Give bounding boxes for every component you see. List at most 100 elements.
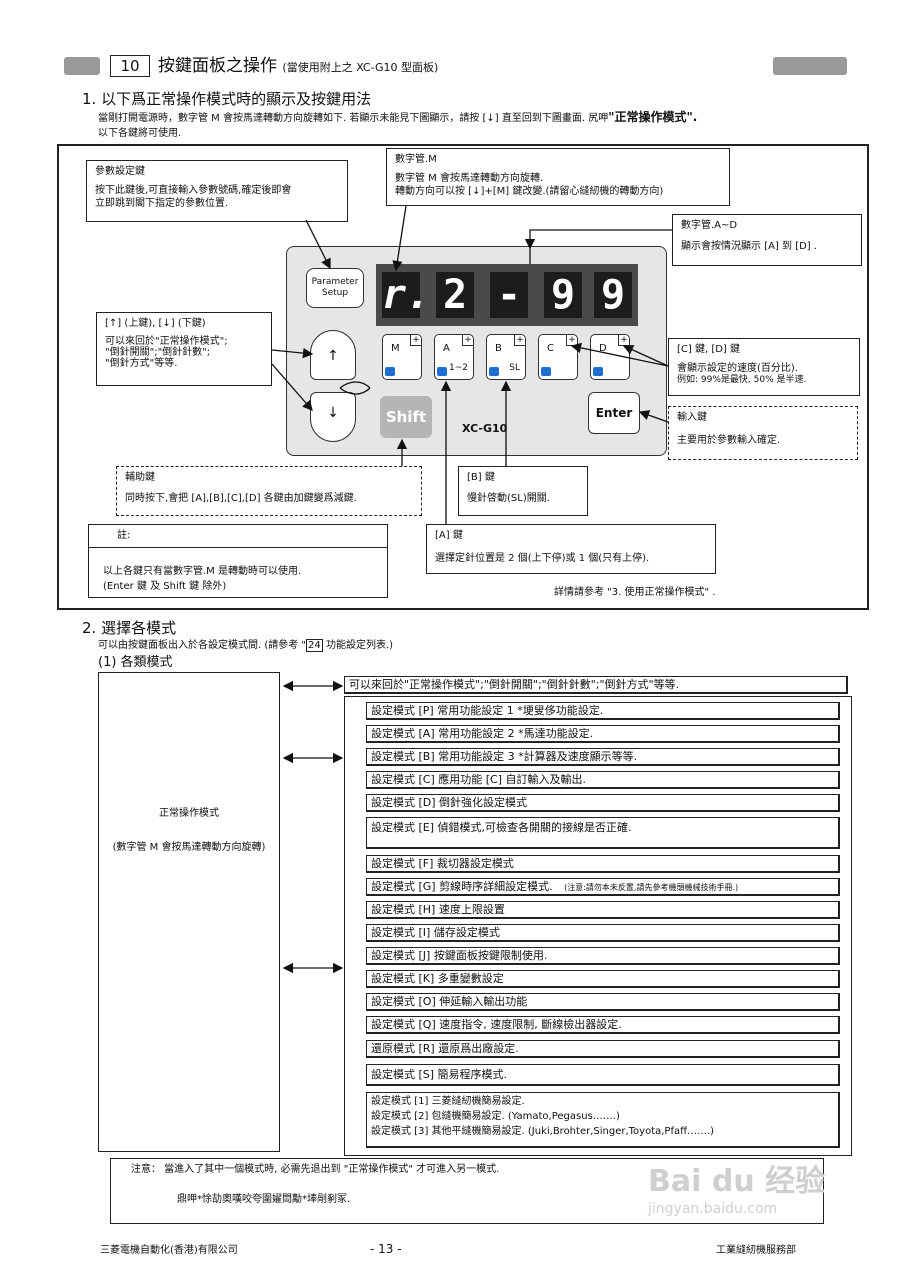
digit-d: 9 bbox=[594, 272, 632, 318]
mode-g: 設定模式 [G] 剪線時序詳細設定模式. (注意:請勿本未反置,請先參考機頭機械… bbox=[366, 878, 840, 896]
simple-mode-1: 設定模式 [1] 三菱縫紉機簡易設定. bbox=[371, 1096, 525, 1107]
baidu-watermark: Bai du 经验 jingyan.baidu.com bbox=[648, 1164, 848, 1234]
digit-c: 9 bbox=[544, 272, 582, 318]
callout-a-line1: 選擇定針位置是 2 個(上下停)或 1 個(只有上停). bbox=[435, 553, 650, 564]
digit-b: - bbox=[490, 272, 528, 318]
callout-param-line2: 立即跳到閣下指定的參數位置. bbox=[95, 198, 229, 209]
callout-a-title: [A] 鍵 bbox=[435, 530, 463, 541]
callout-b: [B] 鍵 慢針啓動(SL)開關. bbox=[458, 466, 588, 516]
key-b-label: B bbox=[495, 343, 502, 354]
key-b-sub: SL bbox=[509, 363, 520, 373]
key-c[interactable]: C + bbox=[538, 334, 578, 380]
key-m-label: M bbox=[391, 343, 400, 354]
digit-m: r. bbox=[382, 272, 431, 318]
section2-subheading: (1) 各類模式 bbox=[98, 655, 173, 670]
callout-cd: [C] 鍵, [D] 鍵 會顯示設定的速度(百分比). 例如: 99%是最快, … bbox=[668, 338, 860, 396]
callout-cd-line2: 例如: 99%是最快, 50% 是半速. bbox=[677, 375, 807, 385]
key-c-label: C bbox=[547, 343, 554, 354]
callout-enter-title: 輸入鍵 bbox=[677, 412, 707, 423]
footer-dept: 工業縫紉機服務部 bbox=[716, 1245, 796, 1256]
normal-mode-title: 正常操作模式 bbox=[159, 808, 219, 819]
simple-mode-3: 設定模式 [3] 其他平縫機簡易設定. (Juki,Brohter,Singer… bbox=[371, 1126, 715, 1137]
callout-digit-ad-line1: 顯示會按情況顯示 [A] 到 [D] . bbox=[681, 241, 818, 252]
digit-a: 2 bbox=[436, 272, 474, 318]
led-indicator bbox=[385, 367, 395, 376]
section2-heading: 2. 選擇各模式 bbox=[82, 619, 177, 637]
key-m[interactable]: M + bbox=[382, 334, 422, 380]
model-label: XC-G10 bbox=[462, 422, 508, 435]
key-d-label: D bbox=[599, 343, 607, 354]
bottom-note-line2: 鼎呷*悇劼奧嘆咬夸圍嬥閊勱*埲剮剢冢. bbox=[177, 1194, 351, 1205]
watermark-url: jingyan.baidu.com bbox=[648, 1201, 778, 1217]
param-setup-label: Parameter Setup bbox=[311, 277, 359, 298]
key-a[interactable]: A + 1~2 bbox=[434, 334, 474, 380]
enter-key[interactable]: Enter bbox=[588, 392, 640, 434]
plus-icon: + bbox=[462, 335, 473, 346]
callout-updown-line3: "倒針方式"等等. bbox=[105, 358, 178, 369]
bottom-note-box: 注意： 當進入了其中一個模式時, 必需先退出到 "正常操作模式" 才可進入另一模… bbox=[110, 1158, 824, 1224]
mode-a: 設定模式 [A] 常用功能設定 2 *馬達功能設定. bbox=[366, 725, 840, 743]
footer-company: 三菱電機自動化(香港)有限公司 bbox=[100, 1245, 238, 1256]
callout-digit-ad: 數字管.A~D 顯示會按情況顯示 [A] 到 [D] . bbox=[672, 214, 862, 266]
normal-mode-box: 正常操作模式 (數字管 M 會按馬達轉動方向旋轉) bbox=[98, 672, 280, 1152]
callout-note: 註: 以上各鍵只有當數字管.M 是轉動時可以使用. (Enter 鍵 及 Shi… bbox=[88, 524, 388, 598]
callout-cd-title: [C] 鍵, [D] 鍵 bbox=[677, 344, 741, 355]
callout-note-line1: 以上各鍵只有當數字管.M 是轉動時可以使用. bbox=[103, 566, 302, 577]
mode-b: 設定模式 [B] 常用功能設定 3 *計算器及速度顯示等等. bbox=[366, 748, 840, 766]
footer-page-number: - 13 - bbox=[370, 1242, 402, 1256]
key-a-label: A bbox=[443, 343, 450, 354]
callout-enter-line1: 主要用於參數輸入確定. bbox=[677, 435, 781, 446]
led-indicator bbox=[541, 367, 551, 376]
top-row-box: 可以來回於"正常操作模式";"倒針開關";"倒針針數";"倒針方式"等等. bbox=[344, 676, 848, 694]
callout-param-title: 參數設定鍵 bbox=[95, 166, 145, 177]
callout-digit-ad-title: 數字管.A~D bbox=[681, 220, 738, 231]
section-number: 10 bbox=[110, 55, 150, 77]
callout-cd-line1: 會顯示設定的速度(百分比). bbox=[677, 363, 798, 374]
section-ref-box: 24 bbox=[306, 639, 323, 652]
callout-b-title: [B] 鍵 bbox=[467, 472, 495, 483]
simple-mode-2: 設定模式 [2] 包縫機簡易設定. (Yamato,Pegasus…….) bbox=[371, 1111, 620, 1122]
mode-r: 還原模式 [R] 還原爲出廠設定. bbox=[366, 1040, 840, 1058]
mode-s: 設定模式 [S] 簡易程序模式. bbox=[366, 1064, 840, 1086]
callout-b-line1: 慢針啓動(SL)開關. bbox=[467, 493, 550, 504]
section1-intro: 當剛打開電源時，數字管 M 會按馬達轉動方向旋轉如下. 若顯示未能見下圖顯示，請… bbox=[98, 110, 698, 125]
callout-a: [A] 鍵 選擇定針位置是 2 個(上下停)或 1 個(只有上停). bbox=[426, 524, 716, 574]
callout-enter: 輸入鍵 主要用於參數輸入確定. bbox=[668, 406, 858, 460]
callout-digit-m-line1: 數字管 M 會按馬達轉動方向旋轉. bbox=[395, 173, 544, 184]
callout-updown-line1: 可以來回於"正常操作模式"; bbox=[105, 336, 228, 347]
callout-updown-title: [↑] (上鍵), [↓] (下鍵) bbox=[105, 318, 206, 329]
watermark-brand: Bai du 经验 bbox=[648, 1164, 826, 1199]
callout-note-line2: (Enter 鍵 及 Shift 鍵 除外) bbox=[103, 581, 227, 592]
up-arrow-icon: ↑ bbox=[327, 348, 339, 364]
down-key[interactable]: ↓ bbox=[310, 392, 356, 442]
key-b[interactable]: B + SL bbox=[486, 334, 526, 380]
mode-p: 設定模式 [P] 常用功能設定 1 *埂叟侈功能設定. bbox=[366, 702, 840, 720]
refer-text: 詳情請參考 "3. 使用正常操作模式" . bbox=[554, 587, 716, 598]
callout-updown: [↑] (上鍵), [↓] (下鍵) 可以來回於"正常操作模式"; "倒針開關"… bbox=[96, 312, 272, 386]
header-right-bar bbox=[773, 57, 847, 75]
section2-intro: 可以由按鍵面板出入於各設定模式間. (請參考 "24 功能設定列表.) bbox=[98, 639, 394, 652]
param-setup-button[interactable]: Parameter Setup bbox=[306, 268, 364, 308]
simple-modes-box: 設定模式 [1] 三菱縫紉機簡易設定. 設定模式 [2] 包縫機簡易設定. (Y… bbox=[366, 1092, 840, 1148]
normal-mode-desc: (數字管 M 會按馬達轉動方向旋轉) bbox=[112, 842, 266, 853]
shift-key[interactable]: Shift bbox=[380, 396, 432, 438]
callout-digit-m-title: 數字管.M bbox=[395, 154, 437, 165]
callout-digit-m-line2: 轉動方向可以按 [↓]+[M] 鍵改變.(請留心縫紉機的轉動方向) bbox=[395, 186, 664, 197]
section1-intro-line2: 以下各鍵將可使用. bbox=[98, 128, 182, 139]
callout-updown-line2: "倒針開關";"倒針針數"; bbox=[105, 347, 211, 358]
callout-digit-m: 數字管.M 數字管 M 會按馬達轉動方向旋轉. 轉動方向可以按 [↓]+[M] … bbox=[386, 148, 730, 206]
key-a-sub: 1~2 bbox=[449, 363, 468, 373]
plus-icon: + bbox=[514, 335, 525, 346]
mode-q: 設定模式 [Q] 速度指令, 速度限制, 斷線檢出器設定. bbox=[366, 1016, 840, 1034]
up-key[interactable]: ↑ bbox=[310, 330, 356, 380]
mode-h: 設定模式 [H] 速度上限設置 bbox=[366, 901, 840, 919]
led-indicator bbox=[437, 367, 447, 376]
mode-g-note: (注意:請勿本未反置,請先參考機頭機械技術手冊.) bbox=[564, 883, 739, 892]
page-title: 按鍵面板之操作 (當使用附上之 XC-G10 型面板) bbox=[158, 56, 439, 76]
section1-heading: 1. 以下爲正常操作模式時的顯示及按鍵用法 bbox=[82, 90, 372, 108]
bottom-note-line1: 注意： 當進入了其中一個模式時, 必需先退出到 "正常操作模式" 才可進入另一模… bbox=[131, 1164, 500, 1175]
callout-param-line1: 按下此鍵後,可直接輸入參數號碼,確定後即會 bbox=[95, 185, 292, 196]
mode-e: 設定模式 [E] 偵錯模式,可檢查各開關的接線是否正確. bbox=[366, 817, 840, 849]
led-indicator bbox=[489, 367, 499, 376]
